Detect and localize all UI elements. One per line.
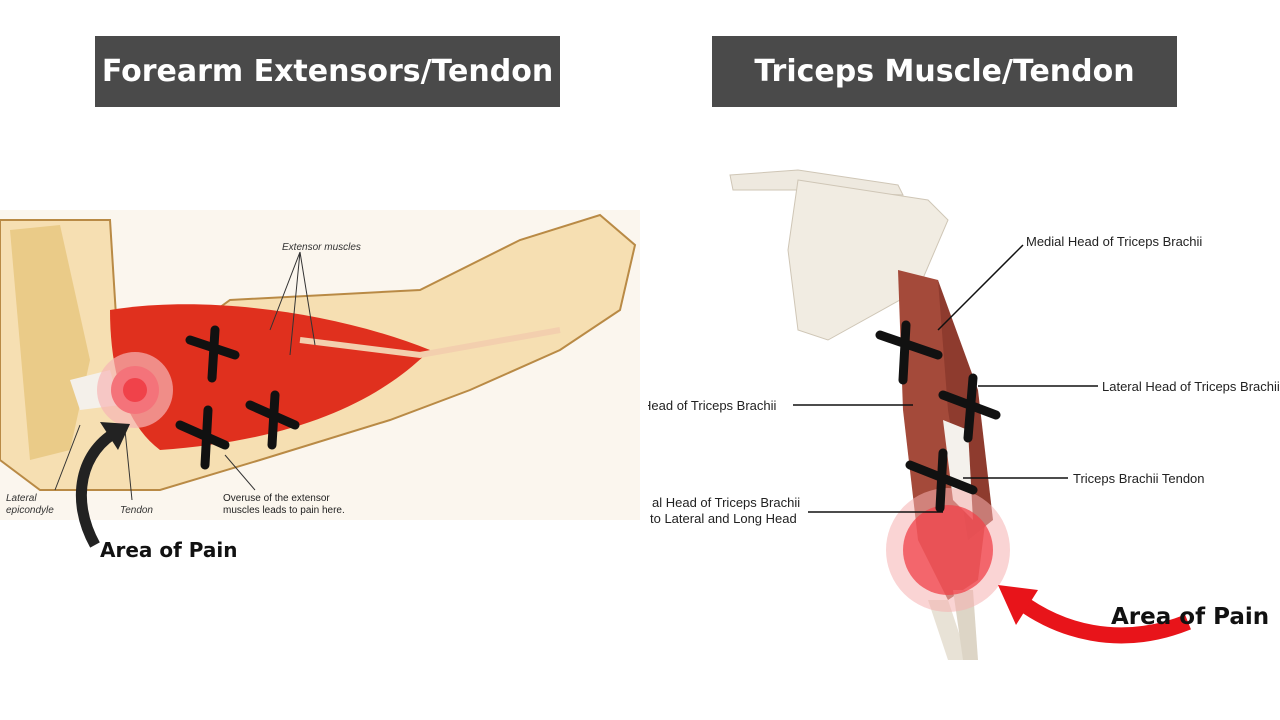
label-medial-deep-2: to Lateral and Long Head — [650, 511, 797, 526]
triceps-drawing — [729, 169, 1191, 660]
x-markers — [175, 325, 300, 470]
label-lateral-2: epicondyle — [6, 505, 54, 516]
left-title: Forearm Extensors/Tendon — [101, 54, 554, 89]
right-title-banner: Triceps Muscle/Tendon — [712, 36, 1177, 107]
forearm-drawing — [0, 210, 640, 548]
left-pain-arrow — [75, 425, 123, 548]
label-medial-deep-1: al Head of Triceps Brachii — [652, 495, 801, 510]
label-overuse-2: muscles leads to pain here. — [223, 505, 345, 516]
right-pain-arrow — [1013, 593, 1191, 644]
right-title: Triceps Muscle/Tendon — [754, 54, 1135, 89]
label-lateral-head: Lateral Head of Triceps Brachii — [1102, 379, 1280, 394]
label-tendon-right: Triceps Brachii Tendon — [1073, 471, 1205, 486]
label-lateral-1: Lateral — [6, 493, 37, 504]
label-long-head: Head of Triceps Brachii — [648, 398, 777, 413]
triceps-illustration: Medial Head of Triceps Brachii Lateral H… — [648, 160, 1280, 670]
x-markers-right — [875, 320, 1001, 513]
label-extensor-muscles: Extensor muscles — [282, 242, 361, 253]
left-area-of-pain: Area of Pain — [100, 538, 238, 562]
label-tendon: Tendon — [120, 505, 153, 516]
label-medial-head: Medial Head of Triceps Brachii — [1026, 234, 1203, 249]
left-title-banner: Forearm Extensors/Tendon — [95, 36, 560, 107]
forearm-illustration: Extensor muscles Lateral epicondyle Tend… — [0, 200, 640, 580]
right-area-of-pain: Area of Pain — [1111, 604, 1270, 630]
label-overuse-1: Overuse of the extensor — [223, 493, 330, 504]
